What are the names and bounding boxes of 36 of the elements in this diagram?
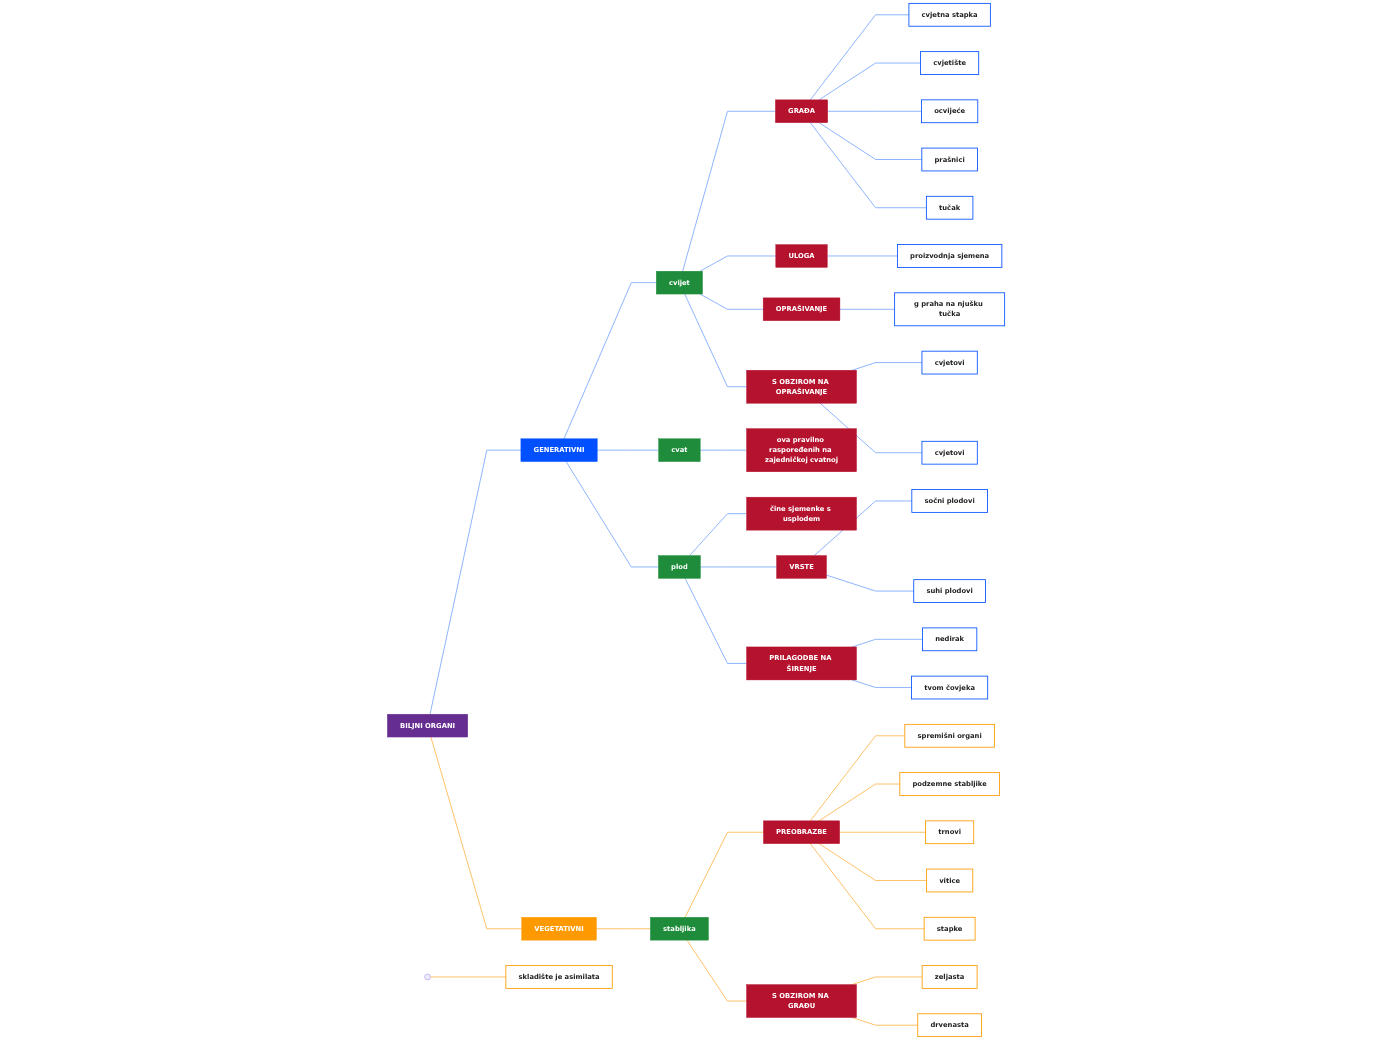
connector [851,976,923,985]
connector [851,1017,919,1026]
connector [596,928,651,930]
connector [686,939,747,1002]
connector [809,843,925,930]
connector [851,679,912,688]
connector [809,122,927,209]
connector [684,831,764,918]
connector [565,461,659,568]
connector [818,843,927,881]
connector [430,736,523,930]
connector [818,783,901,822]
connector [851,362,923,371]
connector [839,831,926,833]
connector [809,14,910,101]
connector [682,110,776,272]
connector [819,402,923,454]
connector [818,122,923,160]
connector [699,255,777,272]
connector [809,735,906,822]
connector [700,566,777,568]
connector [826,255,898,257]
connector [851,638,923,648]
connector [684,577,747,664]
connector [699,293,764,310]
connector [827,110,922,112]
connector [684,293,747,388]
connector [689,513,747,556]
connector [563,282,657,440]
connector [818,62,921,101]
connector [826,574,915,592]
connector [596,449,660,451]
connector [699,449,747,451]
connector [839,308,896,310]
connector [429,449,522,715]
connector [430,976,507,978]
